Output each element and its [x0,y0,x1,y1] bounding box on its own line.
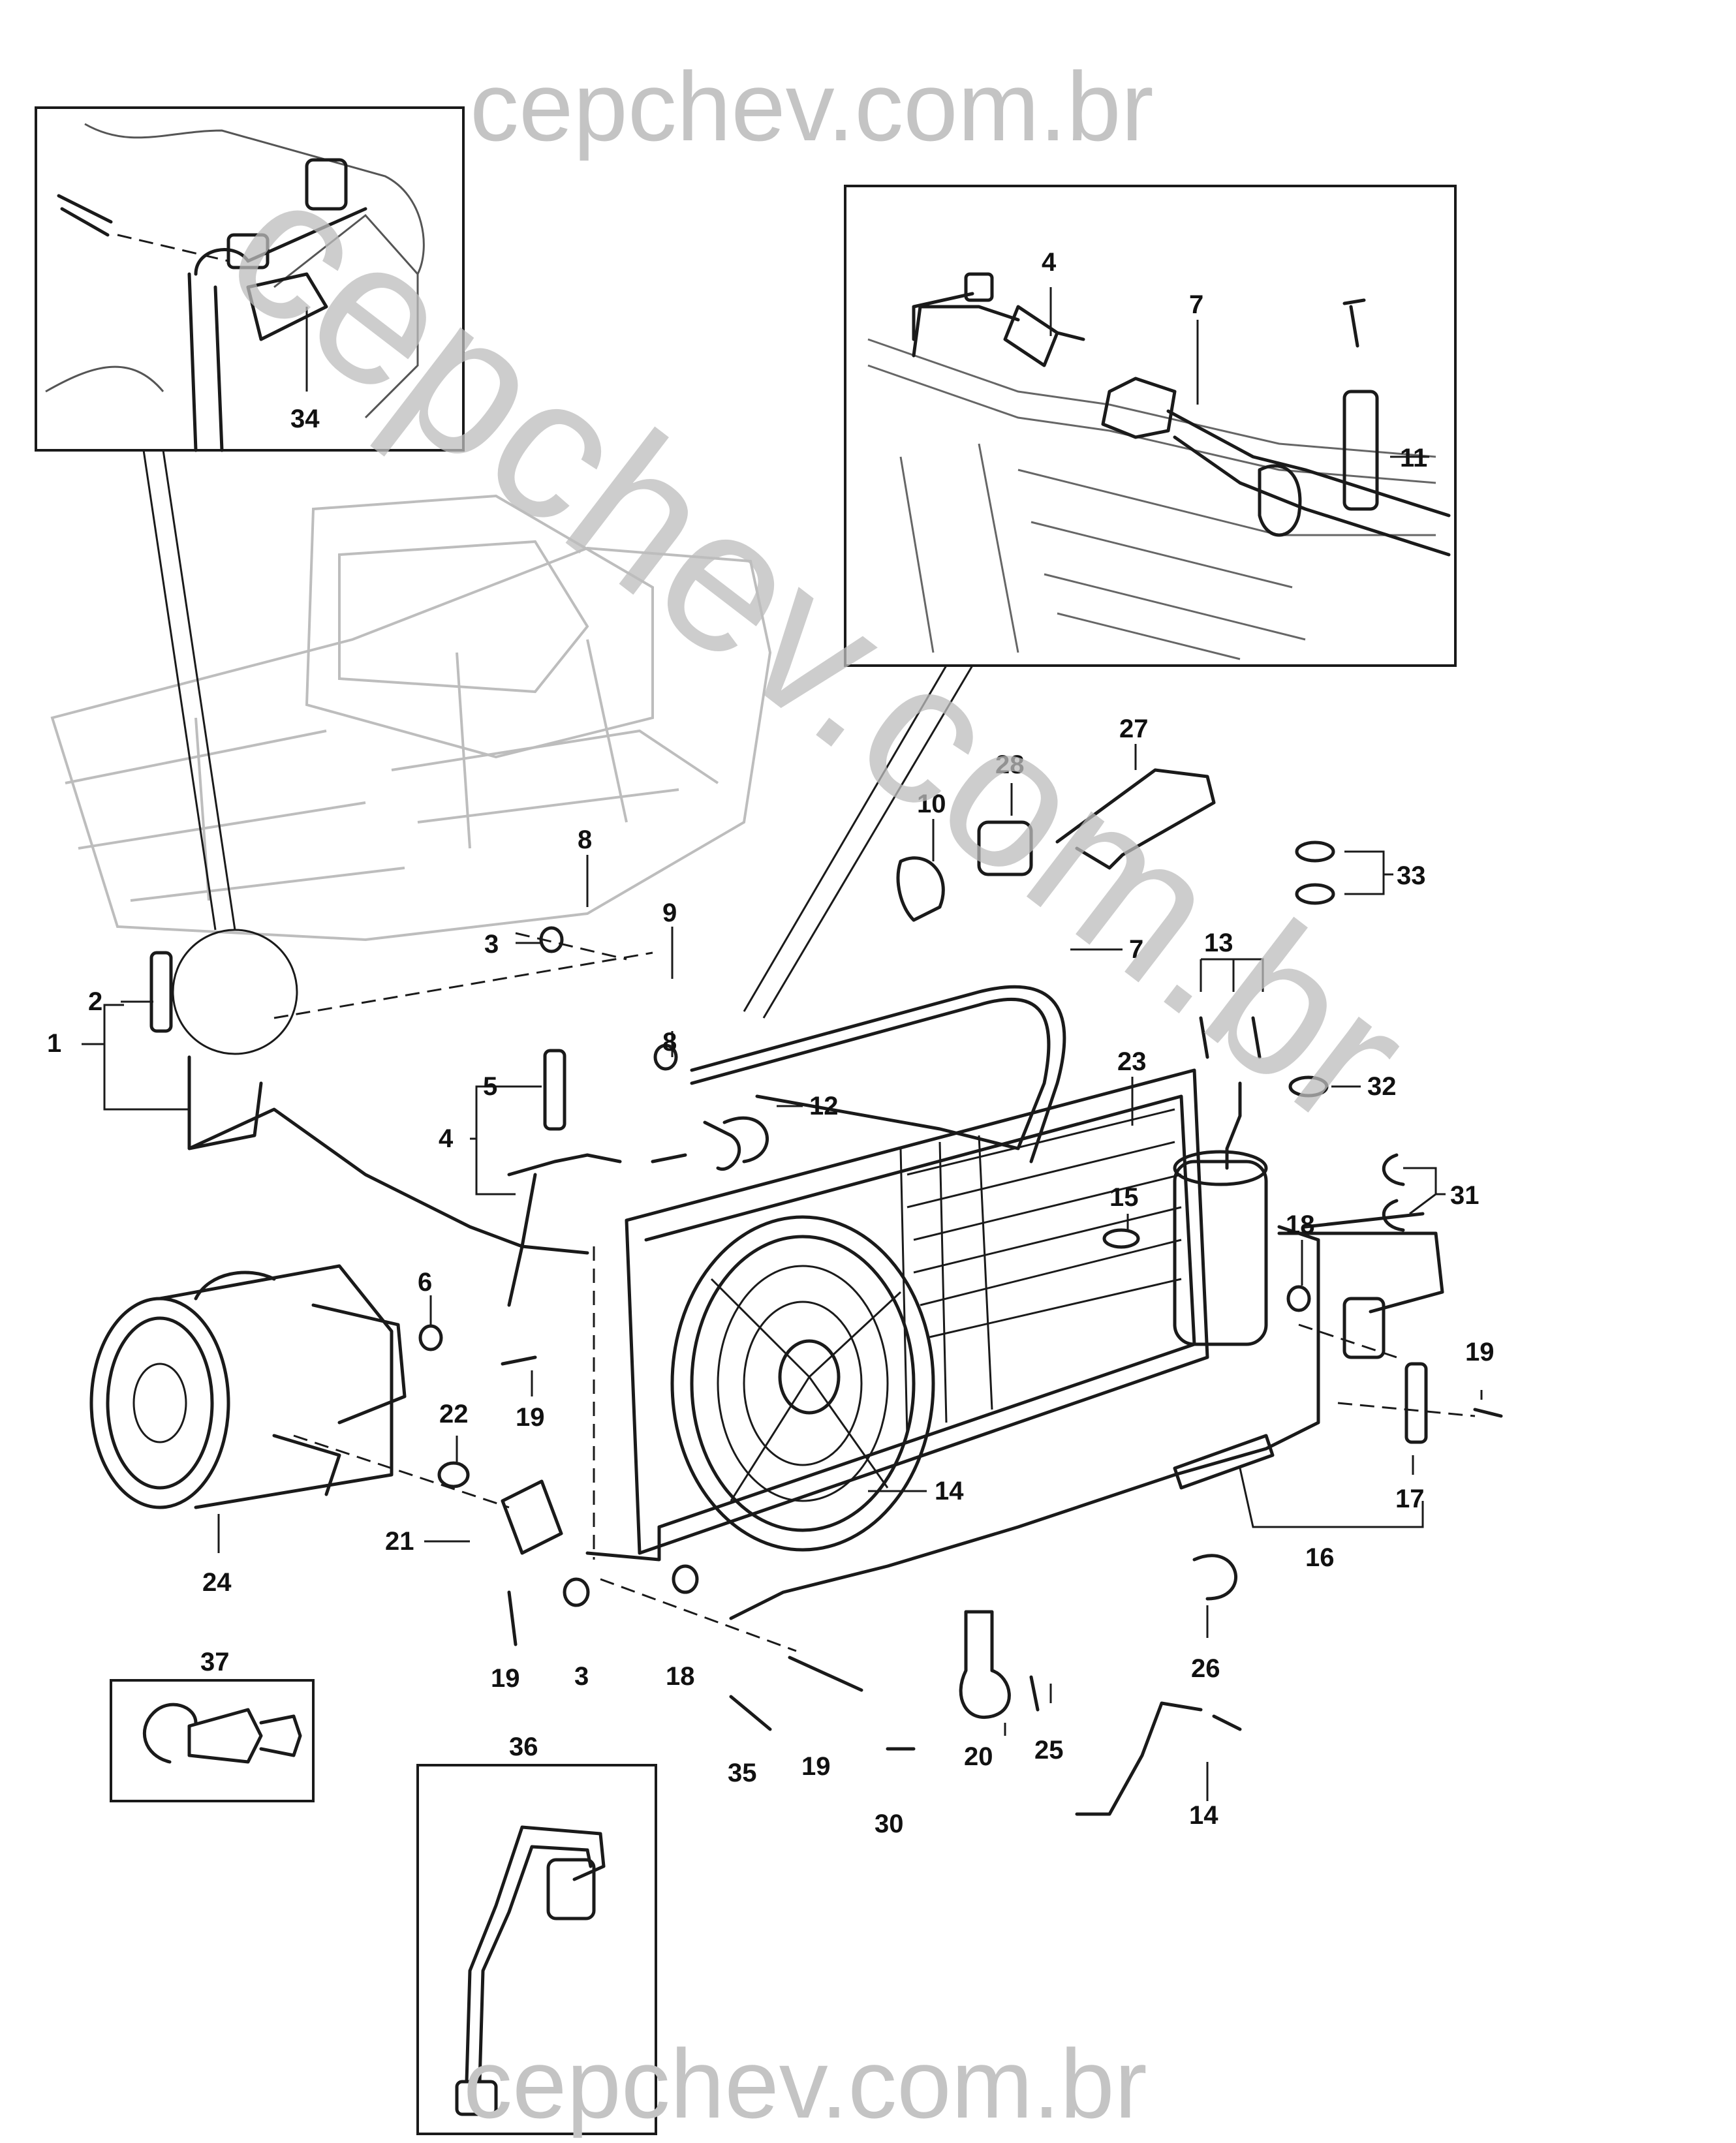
label-8-top: 8 [578,825,592,854]
detail-box-36 [416,1764,657,2135]
label-33: 33 [1397,861,1426,890]
receiver-drier [1173,1081,1268,1346]
label-10: 10 [917,790,946,818]
label-36: 36 [509,1733,538,1761]
label-3-bottom: 3 [574,1662,589,1691]
label-7-detail: 7 [1189,290,1203,319]
label-19-right: 19 [1465,1338,1495,1366]
refrigerant-lines [149,768,1503,1816]
label-14-main: 14 [935,1477,964,1505]
label-22: 22 [439,1400,469,1428]
cooling-fan [670,1215,935,1552]
label-31: 31 [1450,1181,1480,1210]
label-14-small: 14 [1189,1801,1218,1830]
label-19-compressor: 19 [516,1403,545,1432]
label-4-main: 4 [439,1124,454,1153]
label-2: 2 [88,987,102,1016]
label-23: 23 [1117,1047,1147,1076]
part-labels: 1 2 3 3 4 4 5 6 7 7 8 8 9 10 11 12 13 14… [47,248,1495,1838]
label-5: 5 [483,1072,497,1101]
label-7-main: 7 [1129,935,1143,964]
engine-background-drawing [50,494,772,942]
label-17: 17 [1395,1485,1425,1513]
label-25: 25 [1034,1736,1064,1765]
label-37: 37 [200,1648,230,1676]
label-24: 24 [202,1568,232,1597]
compressor [89,1264,407,1509]
detail-box-37 [110,1679,315,1802]
label-8-bottom: 8 [662,1028,677,1056]
label-32: 32 [1367,1072,1397,1101]
label-34: 34 [290,405,320,433]
label-3-top: 3 [484,930,499,959]
watermark-diagonal: cepchev.com.br [189,129,1448,1169]
label-26: 26 [1191,1654,1220,1683]
label-20: 20 [964,1742,993,1771]
label-16: 16 [1305,1543,1335,1572]
label-13: 13 [1204,929,1233,957]
label-leaders [82,287,1483,1801]
label-9: 9 [662,899,677,927]
assembly-guide-lines [273,932,1476,1652]
detail-box-34 [35,106,465,452]
label-19-bottom-mid: 19 [801,1752,831,1781]
label-27: 27 [1119,715,1149,743]
watermark-top: cepchev.com.br [470,52,1154,161]
label-4-detail: 4 [1042,248,1057,277]
label-35: 35 [728,1759,757,1787]
condenser-assembly [585,1068,1209,1562]
label-18-bottom: 18 [666,1662,695,1691]
label-18-right: 18 [1286,1210,1315,1239]
callout-circle-34 [142,450,974,1055]
label-11: 11 [1400,444,1427,472]
label-15: 15 [1109,1183,1139,1212]
label-1: 1 [47,1029,61,1058]
label-30: 30 [875,1810,904,1838]
label-21: 21 [385,1527,414,1556]
label-6: 6 [418,1268,432,1297]
label-19-bottom-left: 19 [491,1664,520,1693]
detail-box-condenser-connection [844,185,1457,667]
label-12: 12 [809,1092,839,1120]
label-28: 28 [995,750,1025,779]
watermark-bottom: cepchev.com.br [463,2029,1147,2138]
